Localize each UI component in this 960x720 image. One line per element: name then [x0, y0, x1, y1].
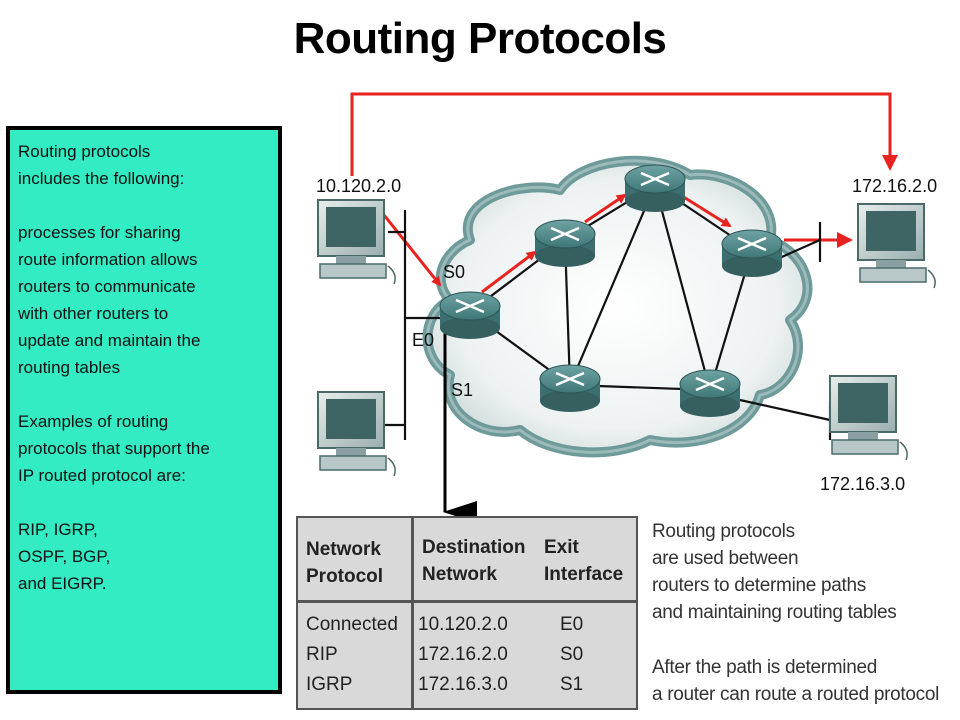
route-arrow-top	[350, 92, 898, 176]
table-row-protocol: IGRP	[306, 674, 353, 695]
table-divider	[411, 518, 414, 708]
note-routing-protocols: Routing protocols are used between route…	[652, 521, 897, 623]
table-row-protocol: RIP	[306, 644, 338, 665]
router-icon[interactable]	[534, 219, 596, 267]
computer-icon[interactable]	[317, 199, 396, 285]
info-examples-intro: Examples of routing protocols that suppo…	[18, 412, 210, 485]
header-exit-interface: Exit Interface	[544, 537, 624, 585]
computer-icon[interactable]	[829, 375, 908, 461]
info-examples: RIP, IGRP, OSPF, BGP, and EIGRP.	[18, 520, 111, 593]
router-icon[interactable]	[539, 364, 601, 412]
computer-icon[interactable]	[317, 391, 396, 477]
table-row-destination: 10.120.2.0	[418, 614, 508, 635]
table-row-interface: S1	[560, 674, 584, 695]
page-title: Routing Protocols	[293, 14, 667, 63]
network-label-172-16-2-0: 172.16.2.0	[852, 176, 937, 196]
router-icon[interactable]	[624, 164, 686, 212]
table-row-protocol: Connected	[306, 614, 398, 635]
router-icon[interactable]	[721, 229, 783, 277]
info-description: processes for sharing route information …	[18, 223, 201, 377]
table-row-interface: S0	[560, 644, 584, 665]
info-box: Routing protocols includes the following…	[6, 126, 282, 694]
table-divider	[298, 600, 636, 603]
table-row-interface: E0	[560, 614, 584, 635]
header-network-protocol: Network Protocol	[306, 539, 384, 587]
computer-icon[interactable]	[857, 203, 936, 289]
interface-label-s0: S0	[443, 262, 465, 282]
header-destination-network: Destination Network	[422, 537, 526, 585]
router-icon[interactable]	[439, 291, 501, 339]
network-label-10-120-2-0: 10.120.2.0	[316, 176, 401, 196]
route-path-arrows	[378, 193, 853, 294]
interface-label-e0: E0	[412, 330, 434, 350]
info-intro: Routing protocols includes the following…	[18, 142, 185, 188]
routing-table: Network Protocol Destination Network Exi…	[296, 516, 638, 710]
table-row-destination: 172.16.2.0	[418, 644, 508, 665]
table-row-destination: 172.16.3.0	[418, 674, 508, 695]
network-label-172-16-3-0: 172.16.3.0	[820, 474, 905, 494]
router-icon[interactable]	[679, 369, 741, 417]
interface-label-s1: S1	[451, 380, 473, 400]
note-after-path: After the path is determined a router ca…	[652, 657, 940, 705]
